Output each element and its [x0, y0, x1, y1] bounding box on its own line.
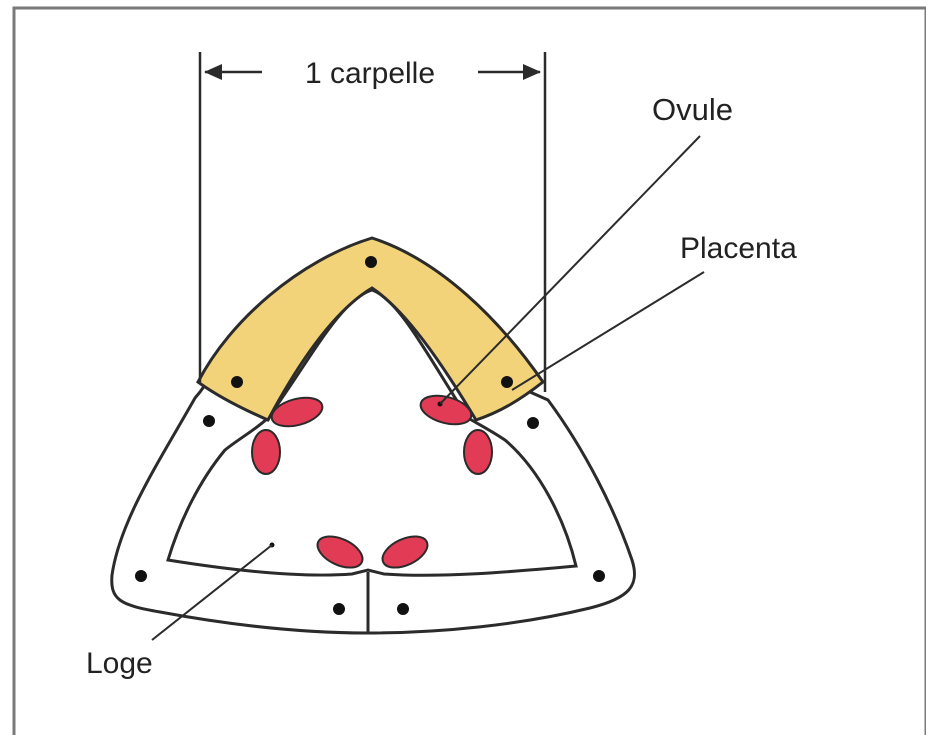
vascular-bundle-dot: [203, 415, 215, 427]
ovule: [252, 430, 280, 474]
vascular-bundle-dot: [397, 603, 409, 615]
placenta-leader-line: [512, 272, 704, 390]
vascular-bundle-dot: [527, 417, 539, 429]
vascular-bundle-dot: [365, 256, 377, 268]
ovule: [464, 430, 492, 474]
bracket-arrowhead-left: [204, 64, 222, 80]
carpel-width-label: 1 carpelle: [305, 57, 435, 90]
vascular-bundle-dot: [333, 603, 345, 615]
vascular-bundle-dot: [501, 376, 513, 388]
vascular-bundle-dot: [135, 570, 147, 582]
ovule-label: Ovule: [652, 92, 733, 127]
bracket-arrowhead-right: [523, 64, 541, 80]
placenta-label: Placenta: [680, 232, 797, 265]
vascular-bundle-dot: [231, 376, 243, 388]
ovule-leader-line: [440, 136, 700, 404]
vascular-bundle-dot: [593, 570, 605, 582]
loge-label: Loge: [86, 647, 153, 680]
